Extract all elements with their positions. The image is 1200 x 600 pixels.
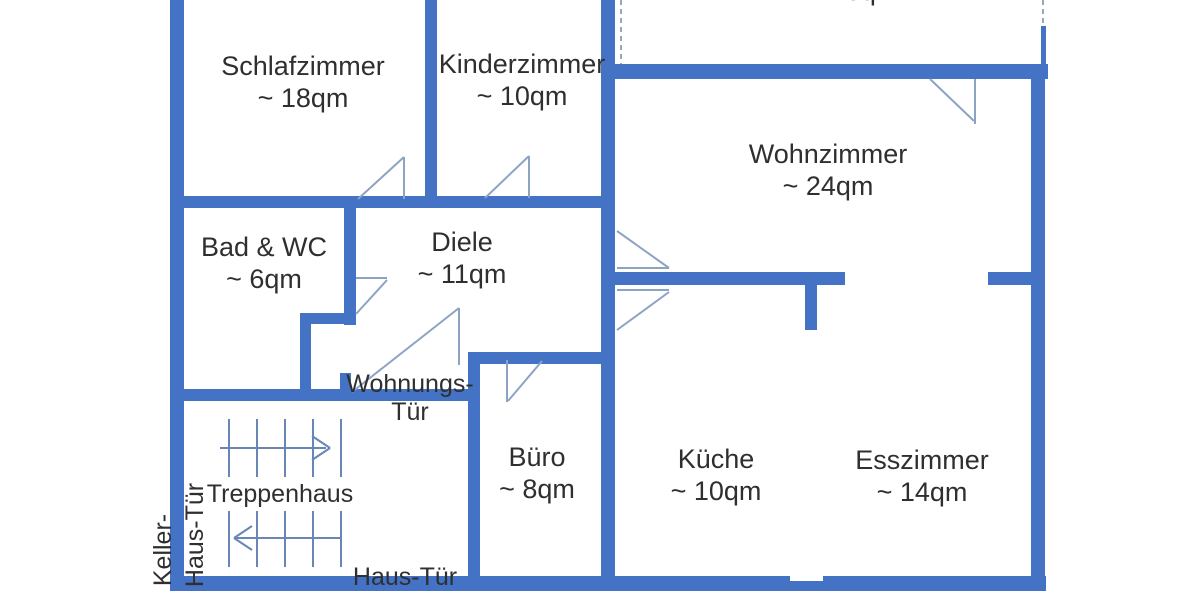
room-area: ~ 11qm xyxy=(417,259,507,289)
stair-flight-lower xyxy=(228,511,342,567)
room-area: ~ 6qm xyxy=(226,264,302,294)
label-treppenhaus: Treppenhaus xyxy=(206,480,354,508)
room-area: ~ 20qm xyxy=(808,0,899,7)
wall-buero-top xyxy=(468,352,615,364)
room-area: ~ 10qm xyxy=(476,81,568,111)
wall-outer-bottom xyxy=(170,576,1046,591)
label-keller-vertical: Keller- xyxy=(149,513,177,587)
door-swing-balkon xyxy=(929,78,976,124)
room-name: Küche xyxy=(677,444,755,474)
room-label-wohnzimmer: Wohnzimmer ~ 24qm xyxy=(749,138,908,202)
room-label-esszimmer: Esszimmer ~ 14qm xyxy=(855,444,989,508)
wall-entry-stub xyxy=(340,373,351,395)
wall-bedrooms-bottom xyxy=(170,196,615,208)
room-label-balkon-area: ~ 20qm xyxy=(808,0,899,7)
wall-treppenhaus-right xyxy=(468,352,480,591)
wall-wohnzimmer-bottom-left xyxy=(615,272,845,285)
wall-diele-bottom xyxy=(170,389,480,401)
room-label-buero: Büro ~ 8qm xyxy=(499,441,575,505)
stair-flight-upper xyxy=(220,419,342,477)
room-name: Büro xyxy=(508,442,566,472)
staircase-symbol xyxy=(220,419,342,567)
wall-bad-right xyxy=(344,208,356,325)
balcony-dashed-outline xyxy=(620,0,1044,64)
room-area: ~ 24qm xyxy=(782,171,874,201)
door-swing-bad-wc xyxy=(355,277,388,315)
door-swings-layer xyxy=(351,78,976,402)
room-area: ~ 14qm xyxy=(876,477,968,507)
wall-kueche-esszimmer-stub xyxy=(805,285,817,330)
room-area: ~ 10qm xyxy=(670,476,762,506)
wall-balcony-right-stub xyxy=(1041,26,1046,66)
room-name: Schlafzimmer xyxy=(221,51,385,81)
room-label-kinderzimmer: Kinderzimmer ~ 10qm xyxy=(439,48,606,112)
walls-layer xyxy=(170,0,1048,591)
label-haus-tuer: Haus-Tür xyxy=(352,563,458,591)
room-name: Bad & WC xyxy=(200,232,328,262)
room-name: Wohnzimmer xyxy=(748,139,908,169)
wall-outer-right xyxy=(1031,64,1045,591)
door-swing-diele-wohnzimmer xyxy=(616,230,670,269)
wall-outer-left xyxy=(170,0,184,591)
room-name: Diele xyxy=(431,227,493,257)
door-swing-buero xyxy=(506,360,543,402)
label-haus-tuer-vertical: Haus-Tür xyxy=(181,482,209,588)
wall-spine-vertical xyxy=(601,0,615,576)
room-label-schlafzimmer: Schlafzimmer ~ 18qm xyxy=(221,50,385,114)
door-swing-schlafzimmer xyxy=(357,156,405,200)
wall-wohnzimmer-top xyxy=(605,64,1048,79)
wall-schlafzimmer-kinderzimmer xyxy=(425,0,437,208)
room-name: Kinderzimmer xyxy=(438,49,606,79)
label-wohnungs-tuer: Wohnungs- Tür xyxy=(346,370,473,426)
room-name: Esszimmer xyxy=(855,445,989,475)
label-line: Tür xyxy=(391,398,429,426)
door-swing-wohnungs-tuer xyxy=(351,307,460,393)
wall-wohnzimmer-bottom-right xyxy=(988,272,1031,285)
room-label-kueche: Küche ~ 10qm xyxy=(671,443,762,507)
room-area: ~ 18qm xyxy=(257,83,349,113)
label-line: Wohnungs- xyxy=(346,370,474,398)
bottom-wall-notch xyxy=(790,576,823,581)
door-swing-diele-kueche xyxy=(616,289,670,331)
door-swing-kinderzimmer xyxy=(484,155,530,199)
room-area: ~ 8qm xyxy=(499,474,575,504)
wall-bad-step-vertical xyxy=(300,313,311,395)
room-label-bad-wc: Bad & WC ~ 6qm xyxy=(201,231,327,295)
room-label-diele: Diele ~ 11qm xyxy=(418,226,507,290)
wall-bad-step-horizontal xyxy=(300,313,356,324)
